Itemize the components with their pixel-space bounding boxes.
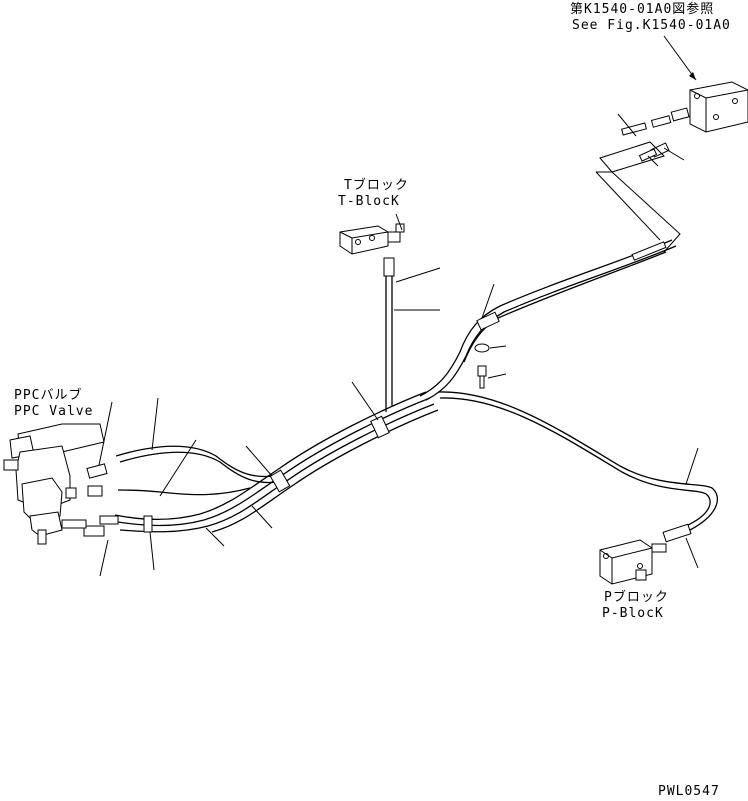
reference-label-jp: 第K1540-01A0図参照 — [570, 2, 715, 17]
ppc-valve-label-jp: PPCバルブ — [14, 388, 83, 403]
hose-bundle-main — [97, 381, 439, 577]
hose-bundle-upper — [419, 239, 677, 401]
p-block-label-jp: Pブロック — [604, 590, 669, 605]
ppc-valve — [3, 423, 119, 545]
t-block — [339, 213, 441, 412]
reference-arrow — [663, 35, 697, 81]
p-block-hose — [437, 391, 719, 585]
p-block-label-en: P-BlocK — [602, 606, 664, 621]
t-block-label-jp: Tブロック — [344, 178, 409, 193]
reference-label-en: See Fig.K1540-01A0 — [572, 18, 731, 33]
upper-right-block — [595, 81, 748, 253]
ppc-valve-label-en: PPC Valve — [14, 404, 94, 419]
drawing-code: PWL0547 — [658, 784, 720, 799]
t-block-label-en: T-BlocK — [338, 194, 400, 209]
